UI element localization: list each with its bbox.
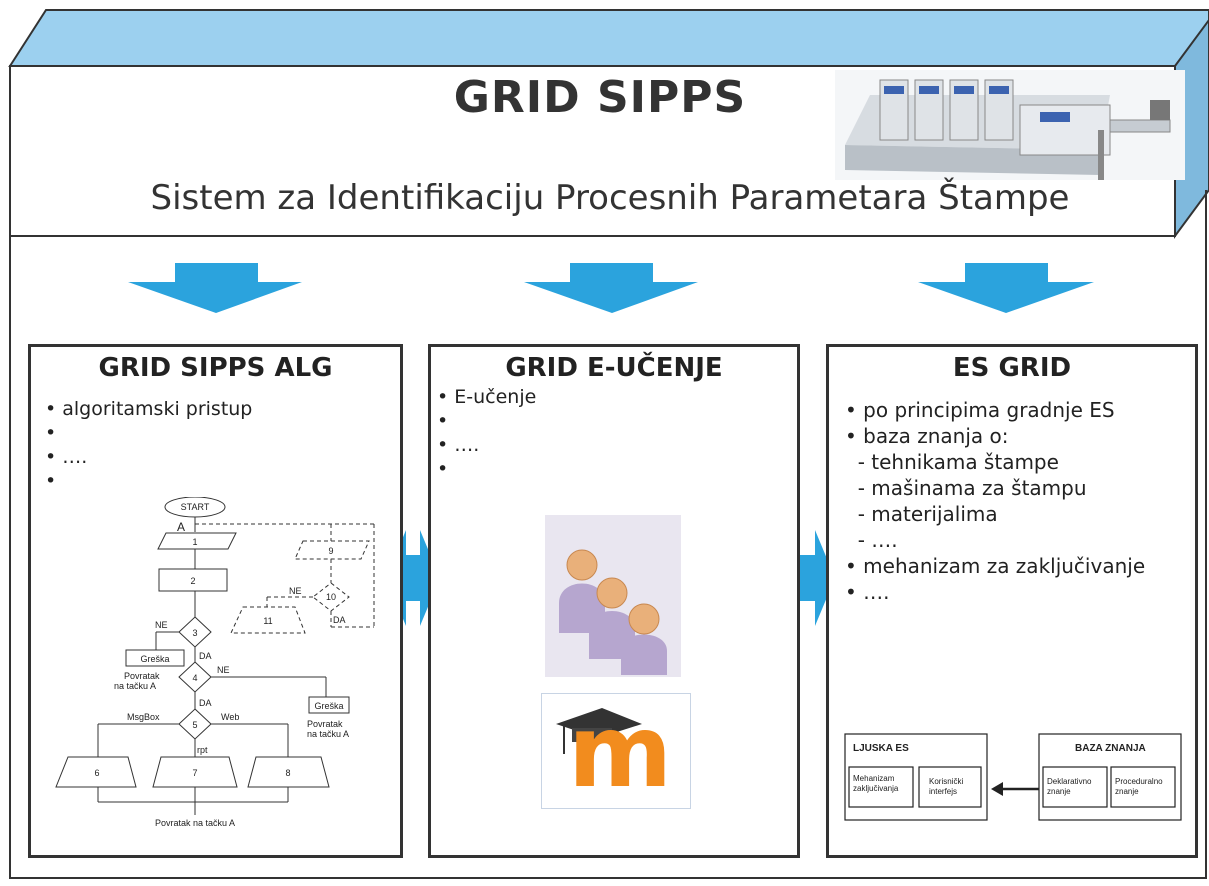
down-arrow-right bbox=[918, 263, 1094, 313]
es-bullet-5: - materijalima bbox=[845, 502, 998, 526]
baza-title: BAZA ZNANJA bbox=[1075, 743, 1146, 754]
ljuska-box2-line2: interfejs bbox=[929, 787, 957, 796]
flow-web: Web bbox=[221, 712, 239, 722]
flow-povratak-1a: Povratak bbox=[124, 671, 160, 681]
flow-ne-4: NE bbox=[217, 665, 230, 675]
ucenje-bullet-2: • bbox=[437, 410, 449, 432]
down-arrow-left bbox=[128, 263, 302, 313]
panel-ucenje-title: GRID E-UČENJE bbox=[505, 353, 723, 383]
moodle-logo: m bbox=[541, 693, 691, 809]
es-bullet-7: • mehanizam za zaključivanje bbox=[845, 554, 1146, 578]
flowchart: START A 1 2 3 4 5 6 7 8 9 10 11 NE DA NE… bbox=[55, 497, 375, 828]
flow-rpt: rpt bbox=[197, 745, 208, 755]
flow-node-6: 6 bbox=[94, 768, 99, 778]
flow-ne-3: NE bbox=[155, 620, 168, 630]
users-icon bbox=[545, 515, 681, 677]
flow-povratak-1b: na tačku A bbox=[114, 681, 156, 691]
es-bullet-2: • baza znanja o: bbox=[845, 424, 1009, 448]
ucenje-bullet-3-text: …. bbox=[454, 434, 480, 456]
header-top-face bbox=[8, 9, 1209, 67]
alg-bullet-2: • bbox=[45, 422, 57, 444]
alg-bullet-1-text: algoritamski pristup bbox=[62, 398, 253, 420]
es-bullet-6: - …. bbox=[845, 528, 898, 552]
page-subtitle: Sistem za Identifikaciju Procesnih Param… bbox=[150, 178, 1070, 218]
flow-da-4: DA bbox=[199, 698, 212, 708]
ljuska-box1-line2: zaključivanja bbox=[853, 784, 899, 793]
flow-greska-2: Greška bbox=[314, 701, 343, 711]
ucenje-bullet-4: • bbox=[437, 458, 449, 480]
flow-point-a: A bbox=[177, 520, 185, 534]
es-bullet-8: • …. bbox=[845, 580, 890, 604]
panel-ucenje: GRID E-UČENJE • E-učenje • • …. • m bbox=[428, 344, 800, 858]
page-title: GRID SIPPS bbox=[453, 72, 747, 123]
flow-node-1: 1 bbox=[192, 537, 197, 547]
ljuska-box2-line1: Korisnički bbox=[929, 777, 963, 786]
panel-es-title: ES GRID bbox=[952, 353, 1072, 383]
ucenje-bullet-3: • …. bbox=[437, 434, 480, 456]
flow-povratak-2a: Povratak bbox=[307, 719, 343, 729]
flow-node-10: 10 bbox=[326, 592, 336, 602]
ucenje-bullet-1: • E-učenje bbox=[437, 386, 537, 408]
panel-alg: GRID SIPPS ALG • algoritamski pristup • … bbox=[28, 344, 403, 858]
alg-bullet-1: • algoritamski pristup bbox=[45, 398, 253, 420]
panel-alg-title: GRID SIPPS ALG bbox=[98, 353, 333, 383]
flow-node-2: 2 bbox=[190, 576, 195, 586]
baza-box1-line1: Deklarativno bbox=[1047, 777, 1092, 786]
es-bullet-1: • po principima gradnje ES bbox=[845, 398, 1115, 422]
es-bullet-4: - mašinama za štampu bbox=[845, 476, 1087, 500]
baza-box2-line2: znanje bbox=[1115, 787, 1139, 796]
alg-bullet-4: • bbox=[45, 470, 57, 492]
flow-ne-10: NE bbox=[289, 586, 302, 596]
flow-msgbox: MsgBox bbox=[127, 712, 160, 722]
flow-node-5: 5 bbox=[192, 720, 197, 730]
alg-bullet-3: • …. bbox=[45, 446, 88, 468]
flow-node-8: 8 bbox=[285, 768, 290, 778]
es-bullet-3: - tehnikama štampe bbox=[845, 450, 1059, 474]
flow-povratak-2b: na tačku A bbox=[307, 729, 349, 739]
baza-box1-line2: znanje bbox=[1047, 787, 1071, 796]
ljuska-title: LJUSKA ES bbox=[853, 743, 909, 754]
outer-frame bbox=[9, 190, 1207, 879]
panel-es: ES GRID • po principima gradnje ES • baz… bbox=[826, 344, 1198, 858]
ucenje-bullet-1-text: E-učenje bbox=[454, 386, 537, 408]
flow-node-9: 9 bbox=[328, 546, 333, 556]
flow-node-4: 4 bbox=[192, 673, 197, 683]
graduation-cap-icon bbox=[556, 708, 642, 754]
flow-greska-1: Greška bbox=[140, 654, 169, 664]
flow-node-11: 11 bbox=[263, 616, 272, 626]
flow-node-3: 3 bbox=[192, 628, 197, 638]
flow-start: START bbox=[181, 502, 210, 512]
flow-da-10: DA bbox=[333, 615, 346, 625]
flow-da-3: DA bbox=[199, 651, 212, 661]
alg-bullet-3-text: …. bbox=[62, 446, 88, 468]
flow-node-7: 7 bbox=[192, 768, 197, 778]
moodle-letter: m bbox=[568, 693, 673, 810]
baza-box2-line1: Proceduralno bbox=[1115, 777, 1163, 786]
es-architecture-diagram: LJUSKA ES Mehanizam zaključivanja Korisn… bbox=[844, 733, 1182, 821]
down-arrow-center bbox=[524, 263, 698, 313]
printing-press-image bbox=[835, 70, 1185, 180]
ljuska-box1-line1: Mehanizam bbox=[853, 774, 895, 783]
flow-povratak-bottom: Povratak na tačku A bbox=[155, 818, 235, 828]
